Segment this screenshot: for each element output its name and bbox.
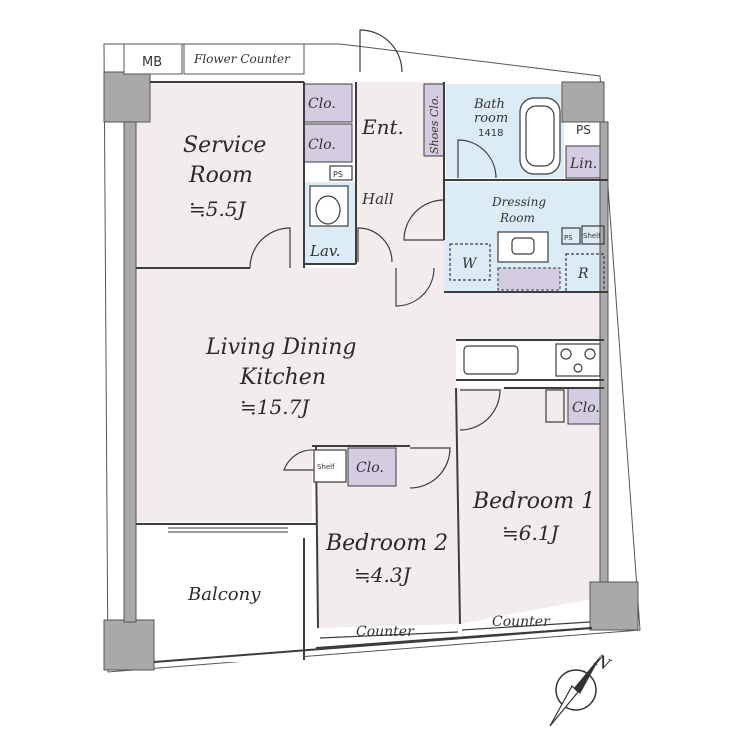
clo-label-bed2: Clo.	[356, 460, 384, 476]
door-entrance	[359, 29, 403, 73]
door-hall-ldk	[395, 267, 435, 307]
door-bed2	[409, 447, 451, 489]
fixtures	[309, 97, 605, 639]
fridge-r	[565, 253, 605, 293]
counter-label-bed2: Counter	[356, 624, 415, 640]
walls	[103, 43, 639, 671]
bedroom1-area: ≒6.1J	[502, 521, 560, 545]
sink-cabinet	[309, 185, 349, 227]
ps-box-bed1	[545, 389, 565, 423]
dressing-name-1: Dressing	[491, 195, 546, 209]
door-swings	[249, 29, 501, 600]
balcony-floor	[136, 538, 304, 662]
shoes-clo-label: Shoes Clo.	[428, 95, 441, 154]
ldk-name-2: Kitchen	[239, 365, 326, 390]
service-room-name-1: Service	[183, 133, 266, 158]
counter-bed1	[461, 621, 591, 631]
toilet	[315, 195, 341, 225]
wall-left	[123, 121, 137, 623]
compass-needle-icon	[574, 654, 602, 694]
north-label: N	[591, 650, 614, 674]
flower-counter-label: Flower Counter	[193, 52, 291, 66]
door-service	[249, 227, 291, 269]
bathroom-size: 1418	[478, 128, 503, 139]
w-label: W	[462, 256, 478, 272]
washbasin	[497, 231, 549, 263]
ldk-area: ≒15.7J	[240, 395, 310, 419]
bedroom2-area: ≒4.3J	[354, 563, 412, 587]
compass-tail-icon	[549, 685, 579, 727]
clo-upper	[303, 83, 353, 123]
closets	[303, 83, 605, 487]
column-top-right	[561, 81, 605, 123]
burner-3	[573, 363, 583, 373]
burner-1	[560, 348, 572, 360]
bathtub	[519, 97, 561, 175]
ldk-name-1: Living Dining	[205, 335, 357, 360]
door-bath	[457, 139, 497, 179]
ps-label-top: PS	[576, 123, 591, 137]
shelf-label-dress: Shelf	[583, 232, 601, 240]
floor-areas	[136, 82, 608, 662]
dressing-shelf-purple	[497, 267, 561, 291]
bed1-left-line	[455, 387, 461, 625]
service-room-area: ≒5.5J	[189, 197, 247, 221]
labels: MB Flower Counter Service Room ≒5.5J Clo…	[142, 52, 601, 640]
bed2-closet	[347, 447, 397, 487]
bottom-sash-line-2	[315, 627, 593, 649]
wall-flower-counter	[183, 43, 305, 75]
counter-bed2	[319, 631, 459, 639]
bedroom2-name: Bedroom 2	[325, 531, 448, 556]
lav-label: Lav.	[309, 242, 340, 260]
balcony-label: Balcony	[187, 584, 261, 605]
washer-w	[449, 243, 491, 281]
door-bed2-shelf	[283, 449, 315, 471]
door-hall-dressing	[403, 199, 445, 241]
wall-mb	[123, 43, 183, 75]
bedroom2-floor	[318, 446, 460, 628]
windows	[168, 527, 288, 533]
counter-label-bed1: Counter	[492, 614, 551, 630]
shelf-dress	[581, 225, 605, 245]
service-room-name-2: Room	[188, 163, 253, 188]
r-label: R	[577, 266, 589, 282]
bedroom1-floor	[456, 388, 608, 624]
shelf-bed2	[313, 449, 347, 483]
hall-label: Hall	[361, 190, 394, 208]
stove	[555, 343, 601, 377]
bedroom1-name: Bedroom 1	[472, 489, 595, 514]
clo-label-bed1: Clo.	[572, 400, 600, 416]
compass-circle	[555, 669, 597, 711]
ldk-floor	[136, 268, 604, 522]
ps-label-dress: PS	[564, 234, 573, 242]
wall-right	[599, 121, 609, 583]
clo-lower	[303, 123, 353, 163]
ps-box-lav	[329, 165, 353, 181]
entrance-label: Ent.	[361, 115, 404, 139]
dressing-name-2: Room	[499, 211, 535, 225]
clo-label-2: Clo.	[308, 137, 336, 153]
mb-label: MB	[142, 55, 162, 70]
clo-label-1: Clo.	[308, 96, 336, 112]
north-arrow: N	[549, 650, 614, 727]
service-room-floor	[136, 82, 304, 268]
bathroom-name-2: room	[474, 111, 508, 126]
washbasin-bowl	[511, 237, 535, 255]
kitchen-sink	[463, 345, 519, 375]
ps-box-dress	[561, 227, 581, 245]
shelf-label-bed2: Shelf	[317, 463, 335, 471]
column-bottom-left	[103, 619, 155, 671]
linen-closet	[565, 145, 605, 179]
ps-label-lav: PS	[333, 170, 343, 179]
bathtub-inner	[525, 105, 555, 167]
column-bottom-right	[589, 581, 639, 631]
column-top-left	[103, 71, 151, 123]
bathroom-name-1: Bath	[473, 97, 505, 112]
door-bed1	[459, 389, 501, 431]
lin-label: Lin.	[569, 156, 597, 172]
burner-2	[584, 348, 596, 360]
door-lav	[357, 227, 393, 263]
